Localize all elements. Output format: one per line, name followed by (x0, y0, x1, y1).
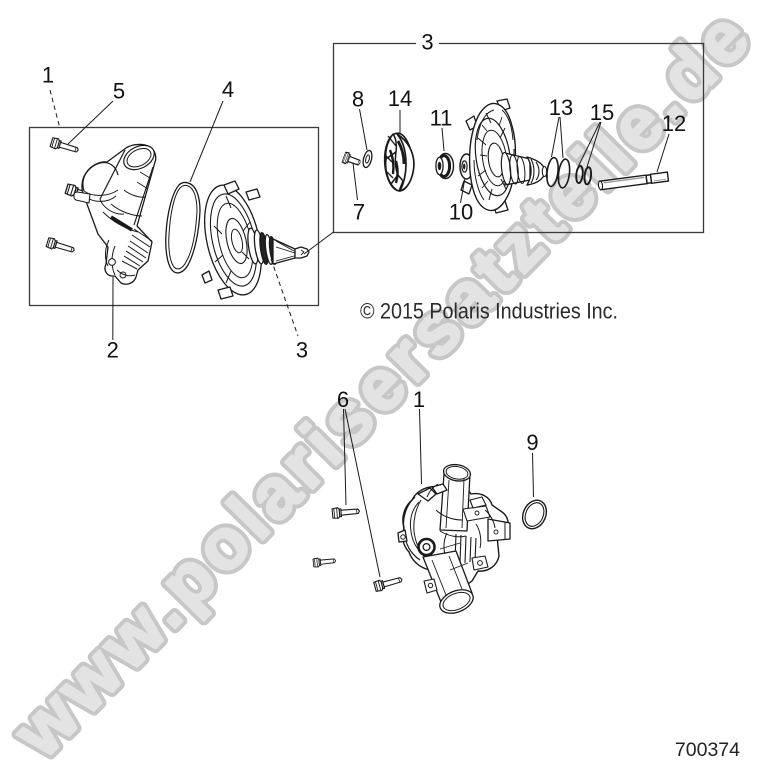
svg-text:14: 14 (388, 86, 412, 111)
svg-text:700374: 700374 (675, 739, 740, 761)
svg-text:15: 15 (590, 100, 614, 125)
svg-text:1: 1 (42, 63, 54, 88)
svg-text:11: 11 (430, 106, 453, 131)
svg-text:5: 5 (113, 79, 125, 104)
svg-text:13: 13 (549, 95, 573, 120)
svg-text:4: 4 (222, 77, 234, 102)
svg-text:12: 12 (662, 111, 686, 136)
svg-text:3: 3 (421, 30, 433, 55)
svg-text:1: 1 (413, 387, 425, 412)
svg-text:6: 6 (337, 387, 349, 412)
svg-text:© 2015 Polaris Industries Inc.: © 2015 Polaris Industries Inc. (360, 299, 618, 324)
svg-text:8: 8 (352, 87, 364, 112)
svg-text:3: 3 (296, 338, 308, 363)
svg-text:7: 7 (353, 200, 365, 225)
svg-text:2: 2 (107, 338, 119, 363)
svg-text:9: 9 (526, 430, 538, 455)
svg-text:10: 10 (449, 200, 473, 225)
